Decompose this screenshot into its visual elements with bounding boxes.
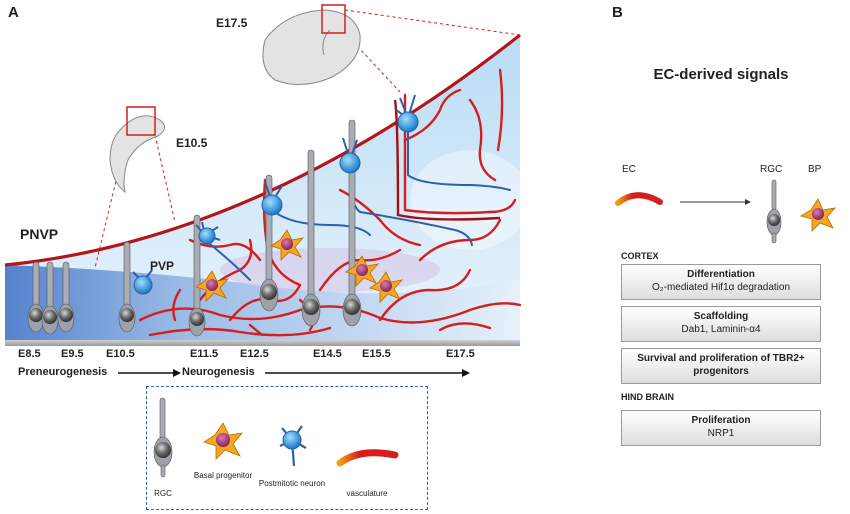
e175-zoom-box [321,4,346,34]
rgc-cell [301,149,321,327]
neuron-cell [395,94,419,133]
legend-label-vasculature: vasculature [346,489,388,498]
bp-label: BP [808,164,822,175]
signal-subtitle: Dab1, Laminin-α4 [681,324,761,335]
rgc-icon [153,397,173,478]
legend-box [146,386,428,510]
stage-label-e175: E17.5 [216,16,248,30]
rgc-cell [27,261,45,333]
signal-box-proliferation: Proliferation NRP1 [621,410,821,446]
timeline-e105: E10.5 [106,348,135,360]
panel-b-title: EC-derived signals [653,66,789,83]
progenitor-cell [369,271,404,303]
cortex-heading: CORTEX [621,251,659,261]
signal-box-differentiation: Differentiation O₂-mediated Hif1α degrad… [621,264,821,300]
timeline-e85: E8.5 [18,348,41,360]
signal-box-scaffolding: Scaffolding Dab1, Laminin-α4 [621,306,821,342]
pnvp-vessel [4,33,521,267]
legend-label-rgc: RGC [154,489,172,498]
e105-brain-outline [109,115,165,194]
ec-icon [615,192,663,206]
ec-label: EC [622,164,636,175]
phase-neurogenesis: Neurogenesis [182,366,255,378]
pnvp-label: PNVP [20,226,59,242]
basal-progenitor-icon [203,422,243,460]
signal-title: Differentiation [687,269,755,280]
legend-label-basal-progenitor: Basal progenitor [193,471,253,480]
vasculature-icon [336,449,399,467]
progenitor-cell [345,255,380,287]
timeline-e125: E12.5 [240,348,269,360]
postmitotic-neuron-icon [279,425,307,467]
neuron-cell [339,137,361,174]
timeline-e145: E14.5 [313,348,342,360]
signal-subtitle: NRP1 [707,428,735,439]
stage-label-e105: E10.5 [176,136,208,150]
panel-b-letter: B [612,4,623,21]
b-bp-icon [799,198,837,232]
pvp-label: PVP [150,259,175,273]
timeline-e155: E15.5 [362,348,391,360]
legend-label-postmitotic-neuron: Postmitotic neuron [258,479,326,488]
progenitor-cell [195,270,230,302]
deep-vessel [393,99,501,221]
signal-title: Proliferation [691,415,751,426]
signal-title: Survival and proliferation of TBR2+ prog… [637,353,805,377]
e105-zoom-box [126,106,156,136]
timeline-e175: E17.5 [446,348,475,360]
neuron-cell [195,221,221,245]
rgc-cell [41,261,59,335]
rgc-cell [57,261,75,333]
rgc-cell [118,241,136,333]
signal-title: Scaffolding [693,311,749,322]
basal-progenitors [195,229,404,303]
e175-brain-outline [262,9,361,85]
hindbrain-heading: HIND BRAIN [621,392,674,402]
postmitotic-neurons [132,94,419,295]
b-rgc-icon [766,179,782,244]
phase-preneurogenesis: Preneurogenesis [18,366,108,378]
progenitor-cell [270,229,305,261]
timeline-e95: E9.5 [61,348,84,360]
panel-a-letter: A [8,4,19,21]
rgc-label: RGC [760,164,783,175]
signal-subtitle: O₂-mediated Hif1α degradation [651,282,791,293]
ventricle-floor [5,340,520,346]
neuron-cell [132,269,153,295]
neuron-cell [261,181,283,216]
timeline-e115: E11.5 [190,348,219,360]
signal-box-survival: Survival and proliferation of TBR2+ prog… [621,348,821,384]
